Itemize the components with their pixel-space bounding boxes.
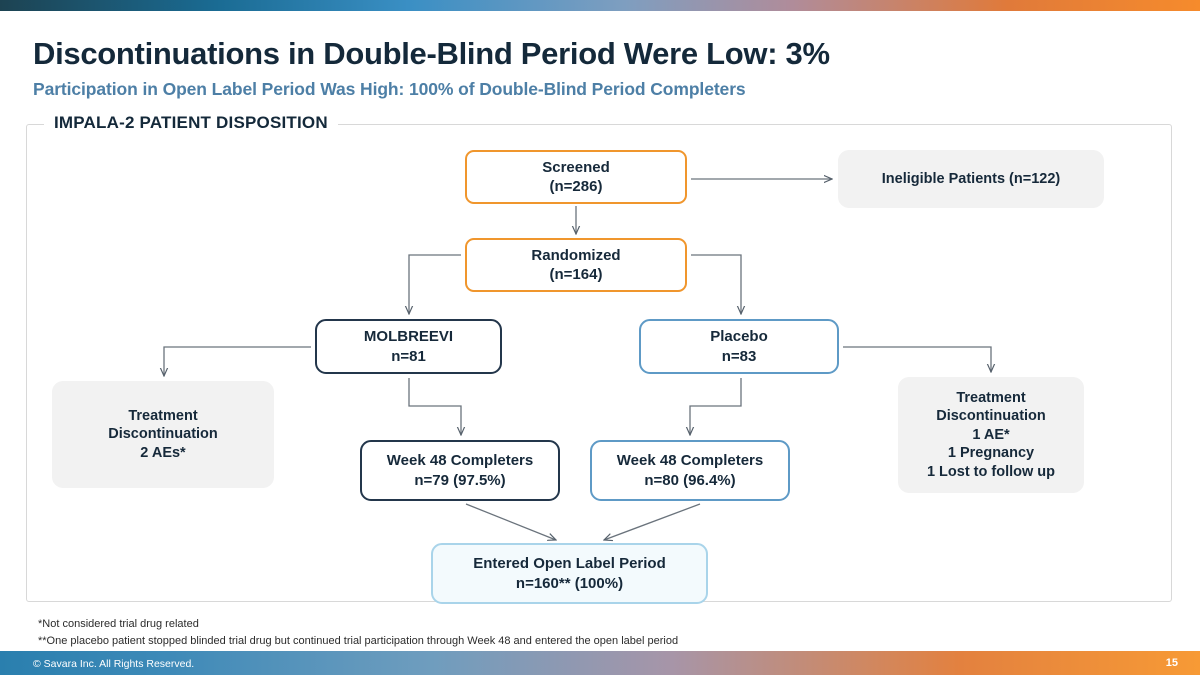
node-wk48-pbo-line2: n=80 (96.4%) xyxy=(644,471,736,489)
node-disc-left-line3: 2 AEs* xyxy=(140,444,186,461)
footer-gradient-bar xyxy=(0,651,1200,675)
node-ineligible-line1: Ineligible Patients (n=122) xyxy=(881,170,1061,187)
footer-copyright: © Savara Inc. All Rights Reserved. xyxy=(33,658,195,670)
node-openlabel-line1: Entered Open Label Period xyxy=(473,555,666,573)
node-disc-right-line5: 1 Lost to follow up xyxy=(926,463,1056,480)
node-randomized-line2: (n=164) xyxy=(549,266,603,283)
node-ineligible-patients[interactable]: Ineligible Patients (n=122) xyxy=(838,150,1104,208)
disposition-panel-legend: IMPALA-2 PATIENT DISPOSITION xyxy=(44,113,338,133)
node-placebo-line2: n=83 xyxy=(721,347,757,365)
node-disc-right-line3: 1 AE* xyxy=(972,426,1010,443)
node-disc-right-line4: 1 Pregnancy xyxy=(947,445,1035,462)
node-placebo-arm[interactable]: Placebo n=83 xyxy=(639,319,839,374)
node-molbreevi-arm[interactable]: MOLBREEVI n=81 xyxy=(315,319,502,374)
node-screened-line2: (n=286) xyxy=(549,178,603,195)
node-wk48-mol-line2: n=79 (97.5%) xyxy=(414,471,506,489)
node-disc-right-line2: Discontinuation xyxy=(936,408,1046,425)
node-disc-left-line2: Discontinuation xyxy=(108,426,218,443)
node-placebo-line1: Placebo xyxy=(710,328,768,346)
node-discontinuation-molbreevi[interactable]: Treatment Discontinuation 2 AEs* xyxy=(52,381,274,488)
footnote-single-star: *Not considered trial drug related xyxy=(38,618,199,630)
node-wk48-mol-line1: Week 48 Completers xyxy=(386,452,534,470)
node-openlabel-line2: n=160** (100%) xyxy=(515,574,624,592)
node-molbreevi-line1: MOLBREEVI xyxy=(363,328,454,346)
node-disc-right-line1: Treatment xyxy=(956,389,1026,406)
node-molbreevi-line2: n=81 xyxy=(391,347,426,365)
node-randomized[interactable]: Randomized (n=164) xyxy=(465,238,687,292)
node-randomized-line1: Randomized xyxy=(531,246,621,264)
footer-page-number: 15 xyxy=(1165,657,1178,669)
page-subtitle: Participation in Open Label Period Was H… xyxy=(33,79,746,99)
top-gradient-bar xyxy=(0,0,1200,11)
footnotes: *Not considered trial drug related **One… xyxy=(38,616,678,650)
node-discontinuation-placebo[interactable]: Treatment Discontinuation 1 AE* 1 Pregna… xyxy=(898,377,1084,493)
node-disc-left-line1: Treatment xyxy=(128,407,198,424)
node-screened-line1: Screened xyxy=(542,158,610,176)
node-screened[interactable]: Screened (n=286) xyxy=(465,150,687,204)
node-entered-open-label-period[interactable]: Entered Open Label Period n=160** (100%) xyxy=(431,543,708,604)
node-week48-completers-molbreevi[interactable]: Week 48 Completers n=79 (97.5%) xyxy=(360,440,560,501)
footnote-double-star: **One placebo patient stopped blinded tr… xyxy=(38,635,679,648)
node-week48-completers-placebo[interactable]: Week 48 Completers n=80 (96.4%) xyxy=(590,440,790,501)
page-title: Discontinuations in Double-Blind Period … xyxy=(33,36,830,71)
node-wk48-pbo-line1: Week 48 Completers xyxy=(616,452,764,470)
